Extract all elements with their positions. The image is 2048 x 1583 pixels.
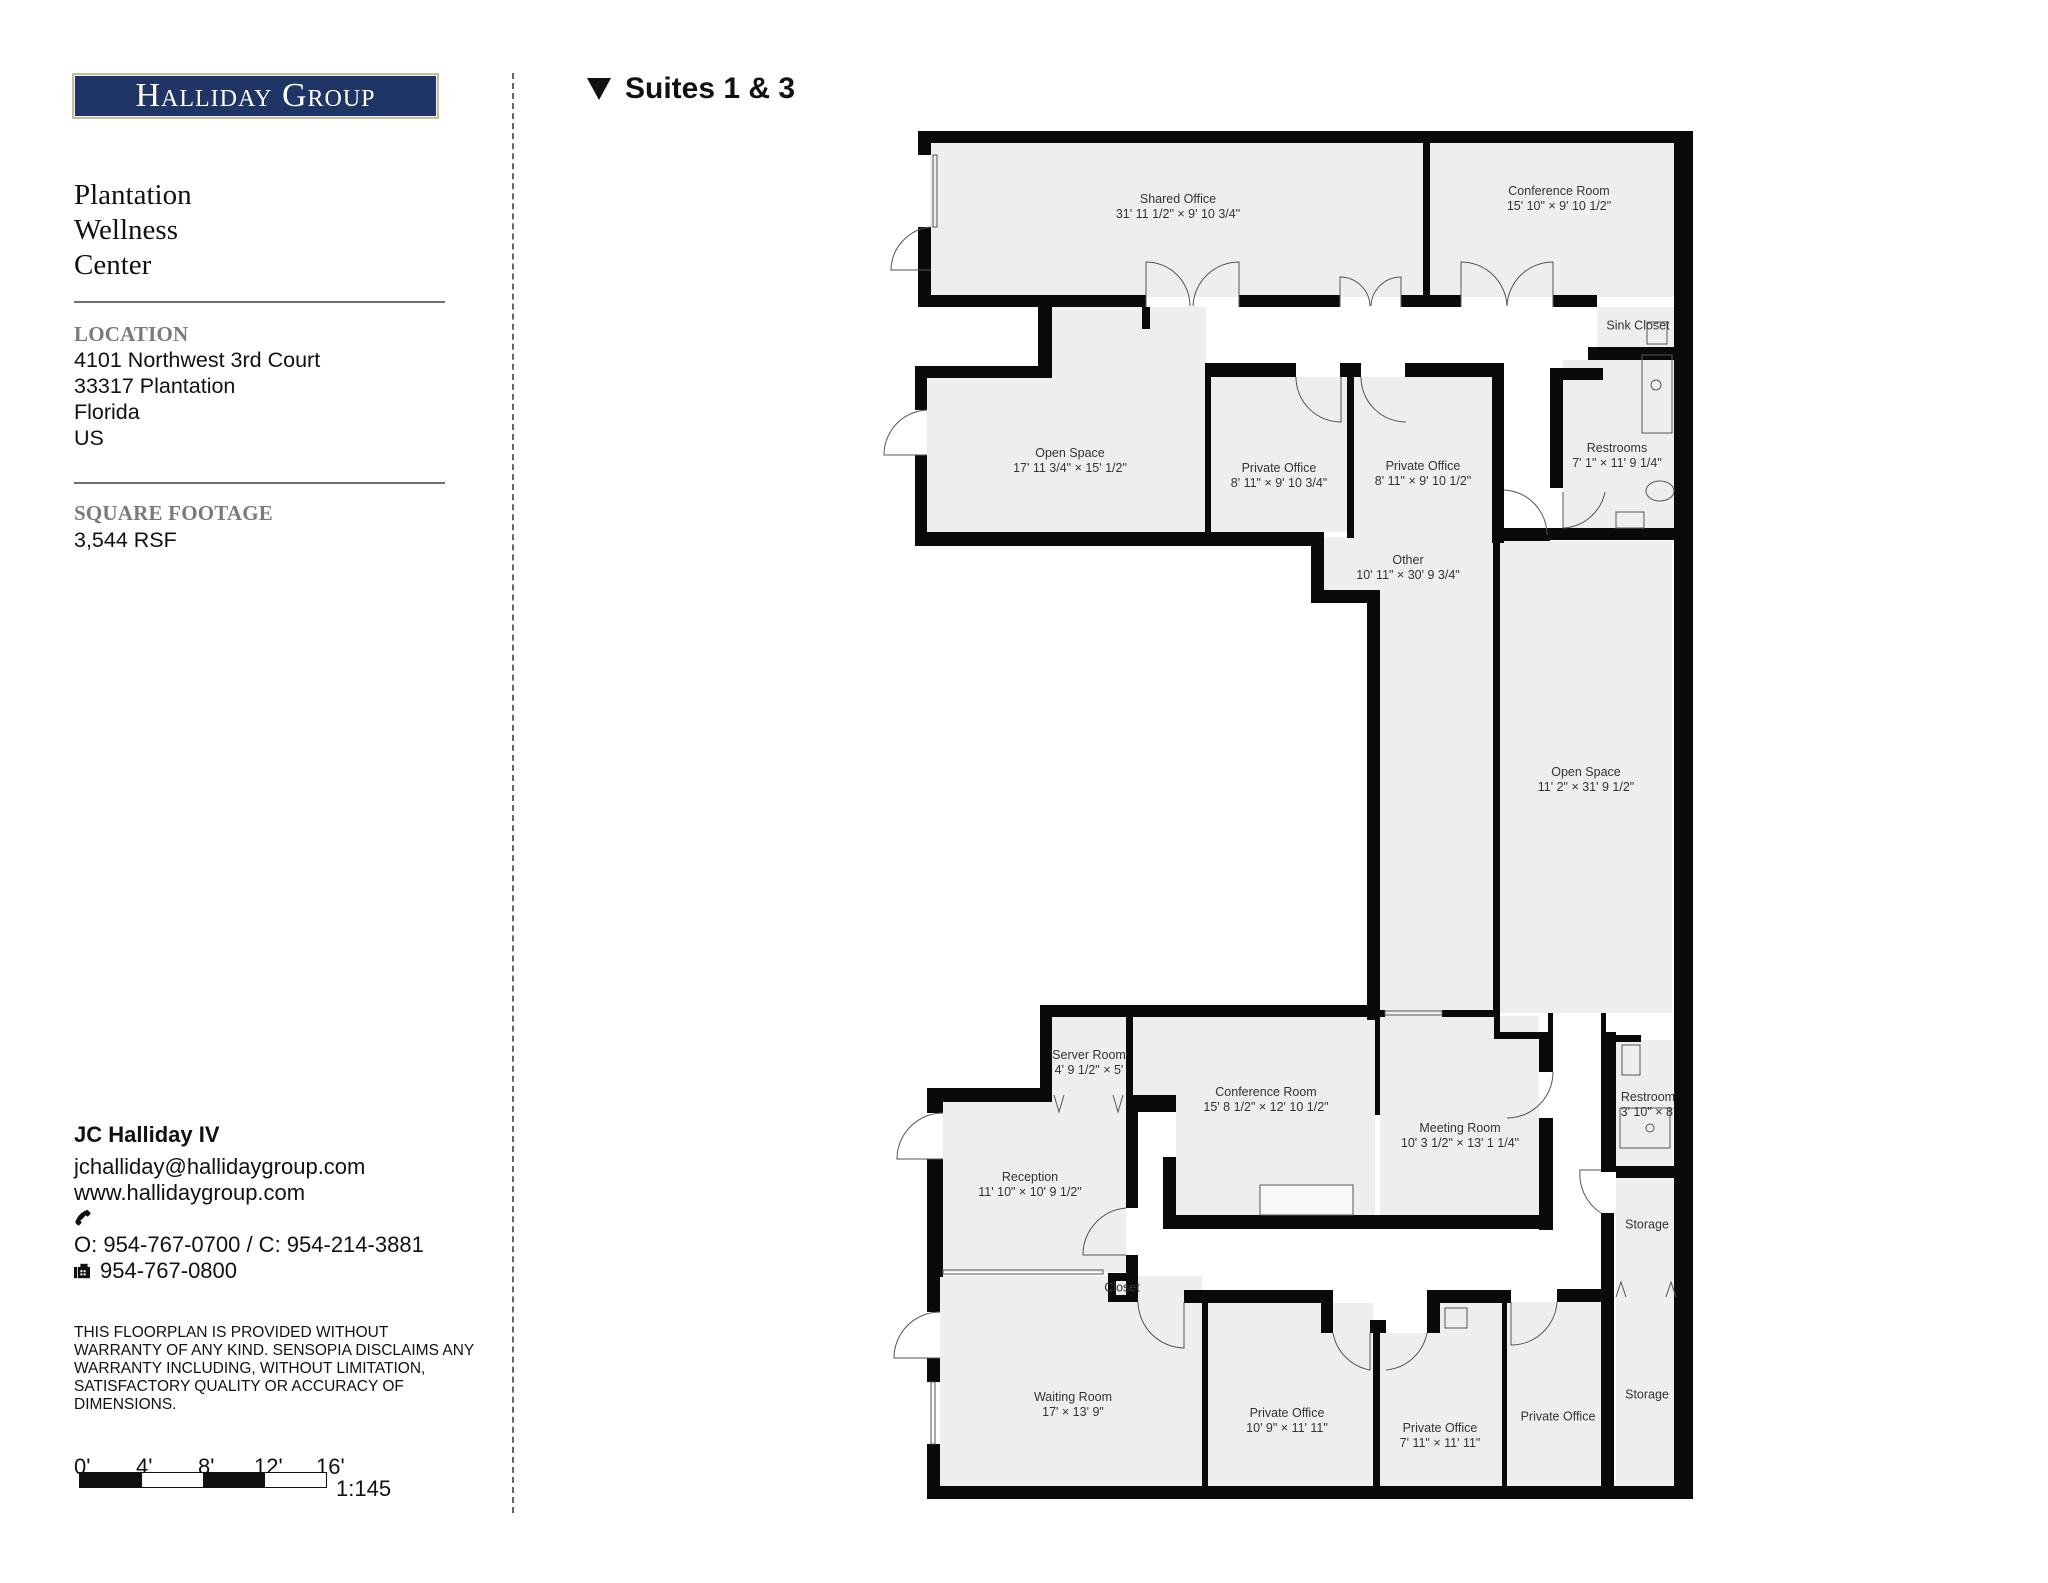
room-label-open-space-left: Open Space 17' 11 3/4" × 15' 1/2" [1013, 446, 1127, 476]
room-name: Shared Office [1139, 192, 1217, 206]
room-name: Private Office [1249, 1406, 1325, 1420]
room-dims: 11' 10" × 10' 9 1/2" [978, 1185, 1082, 1199]
phone-icon [75, 1209, 91, 1226]
property-title: Plantation Wellness Center [74, 178, 192, 283]
room-fills [927, 143, 1679, 1486]
room-label-other: Other 10' 11" × 30' 9 3/4" [1356, 553, 1459, 583]
floor-toggle[interactable]: Suites 1 & 3 [587, 72, 795, 106]
triangle-down-icon [587, 78, 611, 100]
property-title-line: Plantation [74, 179, 192, 211]
room-name: Private Office [1385, 459, 1461, 473]
room-label-open-space-right: Open Space 11' 2" × 31' 9 1/2" [1538, 765, 1634, 795]
room-name: Sink Closet [1606, 318, 1670, 333]
room-name: Reception [1001, 1170, 1059, 1184]
location-address: 4101 Northwest 3rd Court 33317 Plantatio… [74, 347, 320, 451]
location-heading: LOCATION [74, 322, 189, 346]
room-label-shared-office: Shared Office 31' 11 1/2" × 9' 10 3/4" [1116, 192, 1240, 222]
room-label-conference-room-top: Conference Room 15' 10" × 9' 10 1/2" [1507, 184, 1611, 214]
room-label-closet: Closet [1104, 1281, 1139, 1296]
room-dims: 8' 11" × 9' 10 1/2" [1374, 474, 1472, 488]
agent-website[interactable]: www.hallidaygroup.com [74, 1180, 306, 1205]
scale-bar [79, 1472, 327, 1488]
phone-icon-row [74, 1206, 424, 1232]
square-footage-heading: SQUARE FOOTAGE [74, 501, 274, 525]
room-name: Private Office [1520, 1409, 1596, 1424]
room-dims: 17' × 13' 9" [1042, 1405, 1104, 1419]
room-label-private-office-2: Private Office 8' 11" × 9' 10 1/2" [1375, 459, 1471, 489]
scale-segment [141, 1473, 203, 1487]
room-label-private-office-5: Private Office [1521, 1410, 1596, 1425]
halliday-group-logo: Halliday Group [72, 73, 439, 119]
scale-ratio: 1:145 [336, 1476, 392, 1501]
room-label-conference-room-lower: Conference Room 15' 8 1/2" × 12' 10 1/2" [1203, 1085, 1328, 1115]
room-name: Other [1392, 553, 1424, 567]
room-dims: 7' 1" × 11' 9 1/4" [1572, 456, 1662, 470]
disclaimer-text: THIS FLOORPLAN IS PROVIDED WITHOUT WARRA… [74, 1324, 474, 1413]
divider-rule [74, 482, 445, 484]
square-footage-value: 3,544 RSF [74, 528, 177, 552]
room-name: Conference Room [1508, 184, 1610, 198]
agent-contact: jchalliday@hallidaygroup.com www.hallida… [74, 1154, 424, 1284]
room-name: Meeting Room [1419, 1121, 1501, 1135]
room-dims: 8' 11" × 9' 10 3/4" [1230, 476, 1328, 490]
address-line: 33317 Plantation [74, 374, 236, 398]
room-label-meeting-room: Meeting Room 10' 3 1/2" × 13' 1 1/4" [1401, 1121, 1519, 1151]
fax-icon [74, 1263, 90, 1279]
room-label-sink-closet: Sink Closet [1606, 319, 1669, 334]
room-name: Conference Room [1215, 1085, 1317, 1099]
room-dims: 17' 11 3/4" × 15' 1/2" [1013, 461, 1127, 475]
divider-rule [74, 301, 445, 303]
room-label-private-office-4: Private Office 7' 11" × 11' 11" [1400, 1421, 1481, 1451]
address-line: Florida [74, 400, 140, 424]
agent-name: JC Halliday IV [74, 1122, 220, 1147]
room-dims: 10' 9" × 11' 11" [1246, 1421, 1328, 1435]
room-label-storage-lower: Storage [1625, 1388, 1669, 1403]
room-name: Waiting Room [1033, 1390, 1113, 1404]
room-label-server-room: Server Room 4' 9 1/2" × 5' [1052, 1048, 1126, 1078]
agent-fax: 954-767-0800 [100, 1258, 238, 1283]
address-line: 4101 Northwest 3rd Court [74, 348, 321, 372]
room-dims: 10' 11" × 30' 9 3/4" [1356, 568, 1460, 582]
room-dims: 31' 11 1/2" × 9' 10 3/4" [1115, 207, 1241, 221]
address-line: US [74, 426, 104, 450]
room-dims: 11' 2" × 31' 9 1/2" [1537, 780, 1635, 794]
room-label-restroom-small: Restroom 3' 10" × 8' [1621, 1090, 1676, 1120]
walls [915, 131, 1693, 1499]
fixtures [883, 154, 1677, 1445]
agent-phones[interactable]: O: 954-767-0700 / C: 954-214-3881 [74, 1232, 424, 1257]
room-dims: 15' 10" × 9' 10 1/2" [1506, 199, 1612, 213]
room-dims: 7' 11" × 11' 11" [1399, 1436, 1481, 1450]
room-name: Open Space [1551, 765, 1621, 779]
room-name: Restroom [1620, 1090, 1676, 1104]
logo-text: Halliday Group [74, 75, 437, 117]
property-title-line: Center [74, 249, 152, 281]
room-label-restrooms: Restrooms 7' 1" × 11' 9 1/4" [1572, 441, 1662, 471]
room-name: Private Office [1402, 1421, 1478, 1435]
room-label-storage-upper: Storage [1625, 1218, 1669, 1233]
dashed-divider [512, 73, 514, 1513]
scale-segment [80, 1473, 142, 1487]
scale-segment [203, 1473, 265, 1487]
room-name: Restrooms [1586, 441, 1648, 455]
property-title-line: Wellness [74, 214, 178, 246]
room-dims: 4' 9 1/2" × 5' [1054, 1063, 1124, 1077]
room-name: Private Office [1241, 461, 1317, 475]
room-dims: 15' 8 1/2" × 12' 10 1/2" [1203, 1100, 1329, 1114]
room-label-private-office-1: Private Office 8' 11" × 9' 10 3/4" [1231, 461, 1327, 491]
room-name: Server Room [1052, 1048, 1126, 1062]
room-name: Open Space [1035, 446, 1105, 460]
agent-email[interactable]: jchalliday@hallidaygroup.com [74, 1154, 366, 1179]
room-name: Storage [1625, 1217, 1669, 1232]
room-label-reception: Reception 11' 10" × 10' 9 1/2" [978, 1170, 1081, 1200]
room-name: Closet [1104, 1280, 1140, 1295]
scale-segment [264, 1473, 326, 1487]
room-dims: 3' 10" × 8' [1620, 1105, 1676, 1119]
fax-row: 954-767-0800 [74, 1258, 424, 1284]
room-label-private-office-3: Private Office 10' 9" × 11' 11" [1246, 1406, 1328, 1436]
room-label-waiting-room: Waiting Room 17' × 13' 9" [1034, 1390, 1112, 1420]
room-dims: 10' 3 1/2" × 13' 1 1/4" [1400, 1136, 1520, 1150]
room-name: Storage [1625, 1387, 1669, 1402]
floor-name: Suites 1 & 3 [625, 72, 796, 105]
